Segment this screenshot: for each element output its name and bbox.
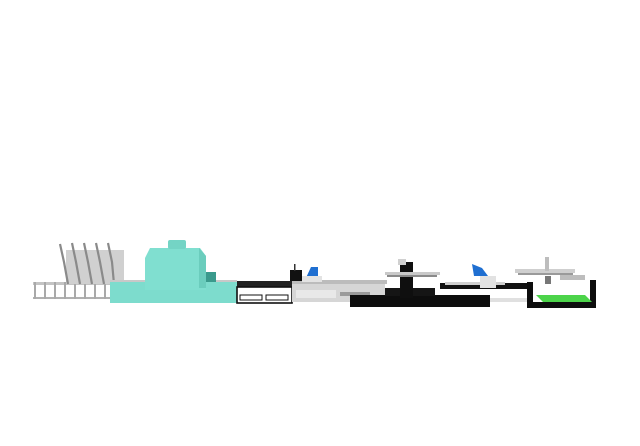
- oven-hood-side: [199, 248, 206, 288]
- conveyor-rollers: [237, 281, 292, 287]
- press-head-blue-2: [472, 264, 488, 276]
- output-pallet-green: [536, 295, 592, 302]
- oven-hood: [145, 248, 206, 290]
- oven-exit: [206, 272, 216, 282]
- printing-unit-2: [440, 264, 530, 302]
- drying-oven: [110, 240, 237, 303]
- transfer-gantry: [350, 259, 490, 307]
- gantry-arm: [385, 272, 440, 275]
- press-control-box: [290, 270, 302, 281]
- rack-arms: [58, 242, 116, 285]
- oven-exhaust: [168, 240, 186, 249]
- line-base: [350, 295, 490, 307]
- roller-conveyor: [236, 281, 293, 304]
- loading-rack: [33, 242, 124, 299]
- rack-posts: [34, 282, 106, 299]
- rack-rail-bottom: [33, 297, 111, 299]
- output-frame: [527, 302, 596, 308]
- press2-bed: [445, 282, 505, 285]
- output-station: [515, 257, 596, 308]
- press-bed: [292, 280, 387, 284]
- gantry-tower: [400, 262, 413, 298]
